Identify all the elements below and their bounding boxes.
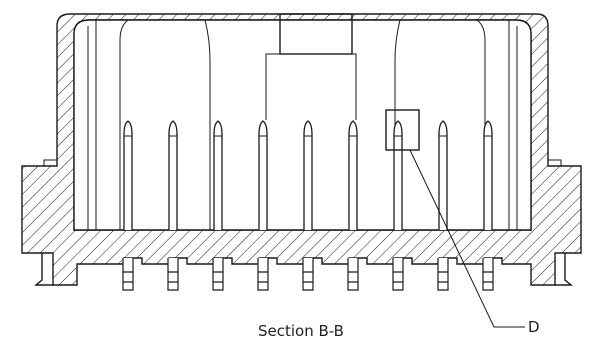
- foot-right: [555, 253, 573, 286]
- pin-3: [213, 120, 223, 230]
- pin-1: [123, 120, 133, 230]
- latch-leader: [265, 53, 357, 120]
- pin-tail-7: [392, 258, 404, 291]
- foot-left: [34, 253, 53, 286]
- inner-wall-right-3: [476, 19, 486, 230]
- pin-7: [393, 120, 403, 230]
- pin-2: [168, 120, 178, 230]
- pin-6: [348, 120, 358, 230]
- pin-5: [303, 120, 313, 230]
- pin-tail-2: [167, 258, 179, 291]
- pin-tail-4: [257, 258, 269, 291]
- inner-rib-left: [204, 19, 211, 230]
- pins-group: [122, 120, 494, 291]
- pin-tail-8: [437, 258, 449, 291]
- detail-leader: [409, 149, 525, 328]
- pin-tail-6: [347, 258, 359, 291]
- pin-8: [438, 120, 448, 230]
- foot-tab-left: [43, 159, 58, 167]
- foot-tab-right: [547, 159, 562, 167]
- section-label: Section B-B: [258, 322, 344, 340]
- pin-9: [483, 120, 493, 230]
- cavity: [73, 19, 532, 231]
- pin-tail-1: [122, 258, 134, 291]
- pin-tail-5: [302, 258, 314, 291]
- pin-tail-3: [212, 258, 224, 291]
- pin-tail-9: [482, 258, 494, 291]
- detail-box: [385, 109, 420, 151]
- inner-rib-right: [394, 19, 401, 230]
- pin-4: [258, 120, 268, 230]
- inner-wall-left-3: [119, 19, 129, 230]
- detail-callout-label: D: [528, 318, 540, 336]
